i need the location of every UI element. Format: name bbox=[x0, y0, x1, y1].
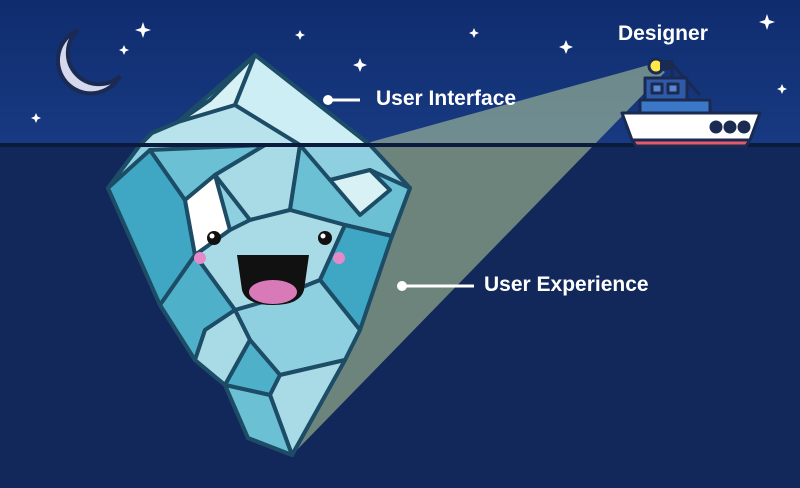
star-icon bbox=[31, 113, 41, 123]
user-interface-label: User Interface bbox=[376, 87, 517, 110]
spotlight-icon bbox=[647, 57, 672, 75]
left-cheek bbox=[194, 252, 206, 264]
tongue bbox=[249, 280, 297, 304]
designer-label: Designer bbox=[618, 22, 708, 45]
right-eye bbox=[318, 231, 332, 245]
user-experience-label: User Experience bbox=[484, 273, 649, 296]
star-icon bbox=[469, 28, 479, 38]
star-icon bbox=[135, 22, 151, 38]
callout-lines bbox=[328, 98, 474, 288]
star-icon bbox=[559, 40, 573, 54]
star-icon bbox=[119, 45, 129, 55]
stars bbox=[31, 14, 787, 123]
boat-icon bbox=[620, 60, 762, 148]
star-icon bbox=[777, 84, 787, 94]
iceberg-face bbox=[194, 231, 345, 305]
right-cheek bbox=[333, 252, 345, 264]
star-icon bbox=[353, 58, 367, 72]
ux-callout-dot bbox=[397, 281, 407, 291]
iceberg-icon bbox=[106, 53, 412, 457]
ui-callout-dot bbox=[323, 95, 333, 105]
star-icon bbox=[295, 30, 305, 40]
moon-icon bbox=[55, 28, 122, 96]
left-eye bbox=[207, 231, 221, 245]
star-icon bbox=[759, 14, 775, 30]
